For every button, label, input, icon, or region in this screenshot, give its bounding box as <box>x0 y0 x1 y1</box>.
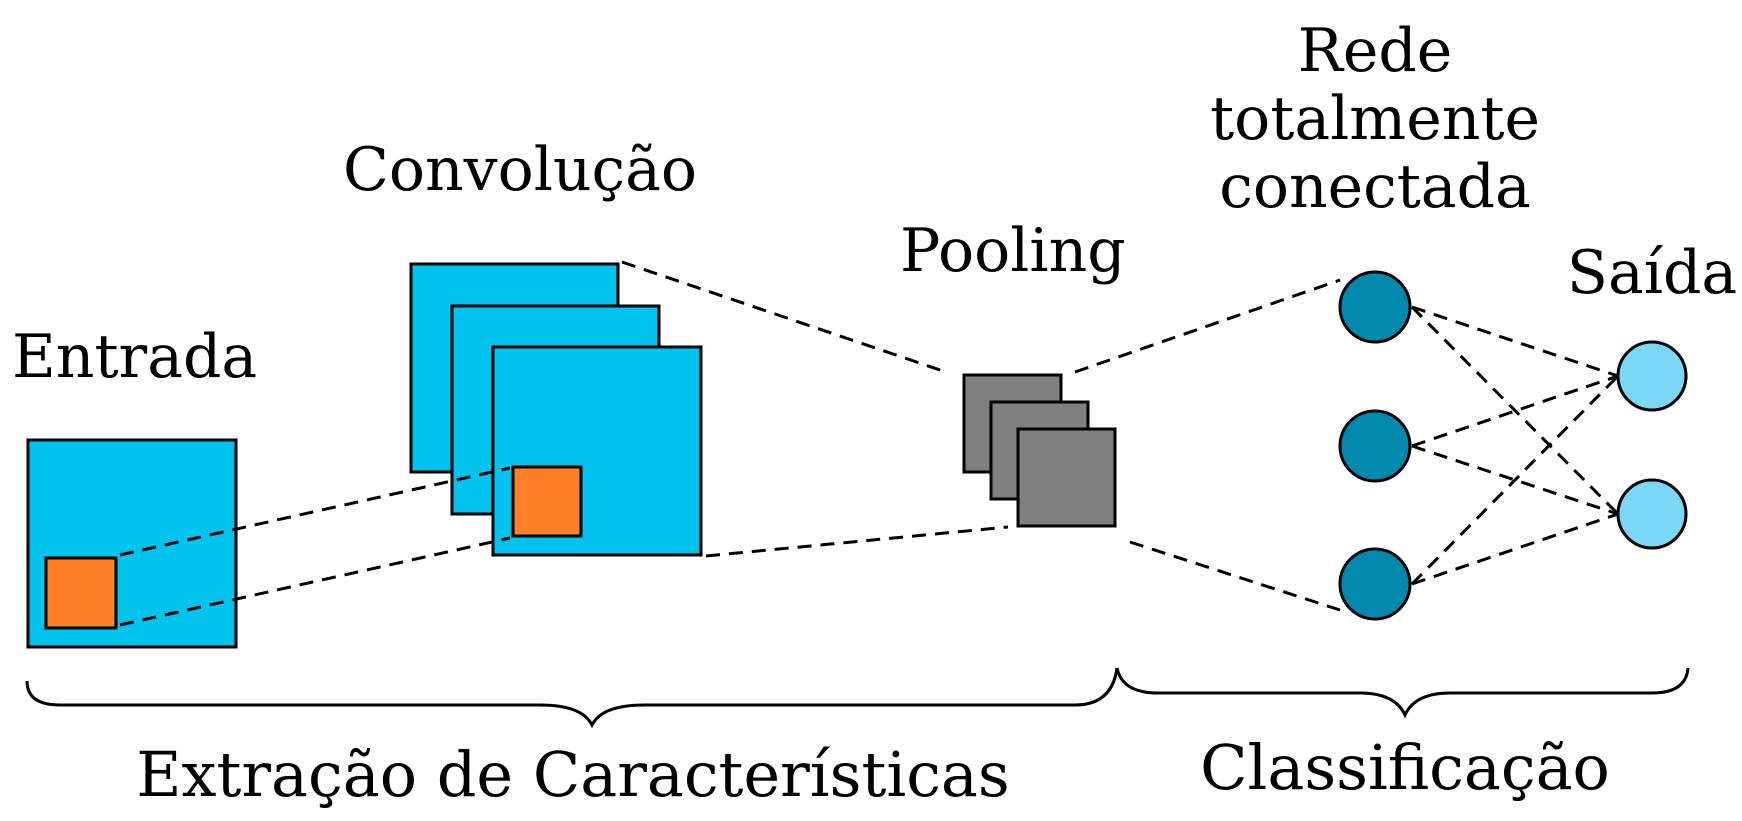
hidden-neuron <box>1338 547 1412 621</box>
convolution-block <box>409 262 703 557</box>
connector-h1-o1 <box>1411 305 1619 378</box>
section-braces <box>25 667 1690 729</box>
input-receptive-field <box>44 556 118 630</box>
brace-feature-extraction <box>25 667 1119 729</box>
connector-conv-top <box>621 260 947 374</box>
fully-connected-block <box>1338 270 1412 621</box>
connector-h2-o1 <box>1411 374 1619 448</box>
connector-input-top <box>119 466 511 557</box>
label-saida: Saída <box>1567 238 1737 308</box>
connector-conv-bottom <box>705 525 1009 558</box>
convolution-output-cell <box>511 465 583 538</box>
connector-h2-o2 <box>1411 444 1619 516</box>
connector-input-bottom <box>119 536 511 627</box>
brace-classification <box>1115 667 1690 719</box>
connector-pool-top <box>1074 278 1341 374</box>
label-rede-line-1: Rede <box>1298 16 1453 86</box>
connector-h3-o2 <box>1411 512 1619 586</box>
hidden-neuron <box>1338 270 1412 344</box>
pooling-map-3 <box>1016 427 1117 528</box>
connector-h1-o2 <box>1410 305 1620 516</box>
label-extracao-de-caracteristicas: Extração de Características <box>136 738 1009 811</box>
hidden-neuron <box>1338 409 1412 483</box>
output-neuron <box>1616 340 1688 412</box>
connector-h3-o1 <box>1410 374 1620 586</box>
label-entrada: Entrada <box>12 322 257 392</box>
input-block <box>26 438 238 649</box>
connector-pool-bottom <box>1129 540 1341 612</box>
label-rede-line-3: conectada <box>1219 152 1531 222</box>
output-block <box>1616 340 1688 550</box>
label-convolucao: Convolução <box>343 135 697 205</box>
connector-lines <box>119 260 1620 627</box>
pooling-block <box>962 373 1117 528</box>
output-neuron <box>1616 478 1688 550</box>
label-pooling: Pooling <box>900 216 1126 286</box>
label-classificacao: Classificação <box>1200 731 1610 804</box>
label-rede-line-2: totalmente <box>1210 84 1540 154</box>
